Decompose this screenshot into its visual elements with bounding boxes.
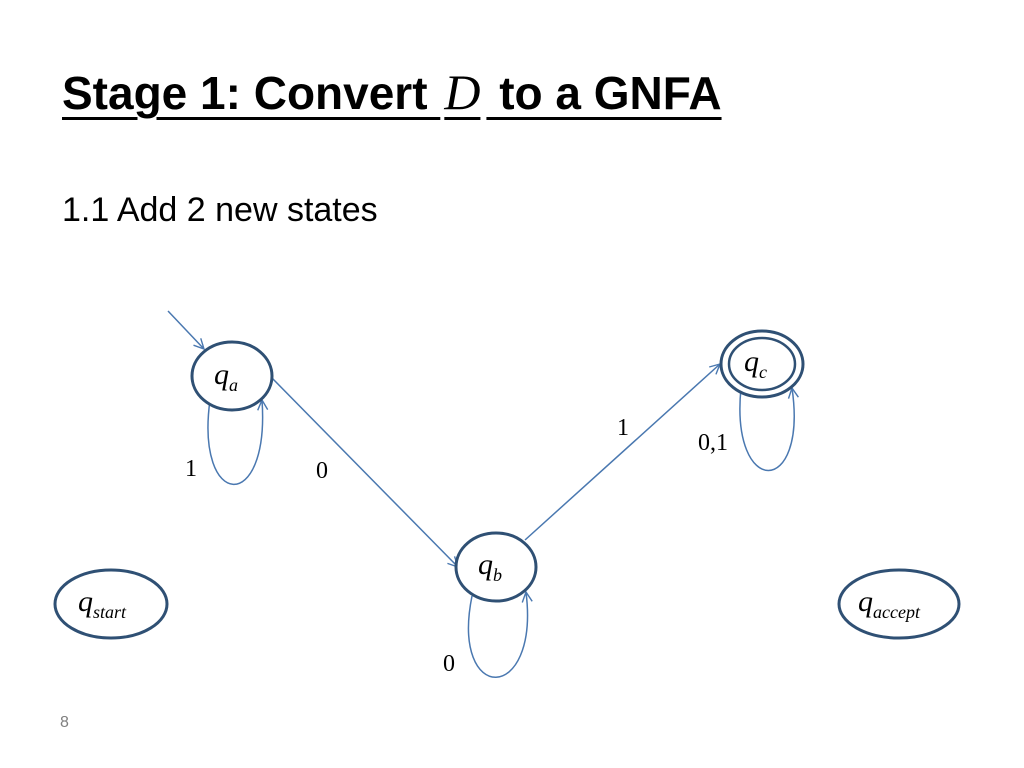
label-qb-qc: 1 bbox=[617, 415, 629, 441]
state-q-a-label: qa bbox=[214, 358, 238, 395]
title-math-d: D bbox=[444, 64, 481, 120]
state-q-c-label: qc bbox=[744, 345, 767, 382]
label-qc-qc: 0,1 bbox=[698, 430, 728, 456]
transition-qb-qb bbox=[467, 592, 528, 678]
slide-title: Stage 1: Convert D to a GNFA bbox=[62, 62, 722, 122]
transition-qa-qb bbox=[271, 377, 458, 567]
state-q-accept: qaccept bbox=[837, 568, 961, 640]
state-q-start-label: qstart bbox=[78, 585, 127, 622]
title-text-after: to a GNFA bbox=[486, 67, 722, 119]
state-q-b: qb bbox=[454, 531, 538, 603]
state-q-start: qstart bbox=[53, 568, 169, 640]
state-q-b-label: qb bbox=[478, 548, 502, 585]
label-qb-qb: 0 bbox=[443, 651, 455, 677]
transition-qb-qc bbox=[524, 364, 720, 541]
subtitle: 1.1 Add 2 new states bbox=[62, 191, 378, 229]
state-q-c: qc bbox=[719, 329, 805, 399]
title-text-before: Stage 1: Convert bbox=[62, 67, 441, 119]
transition-qa-qa bbox=[207, 400, 263, 486]
label-qa-qb: 0 bbox=[316, 458, 328, 484]
page-number: 8 bbox=[60, 714, 69, 731]
label-qa-qa: 1 bbox=[185, 456, 197, 482]
start-arrow bbox=[167, 310, 204, 349]
transition-qc-qc bbox=[739, 388, 794, 472]
state-q-accept-label: qaccept bbox=[858, 585, 921, 622]
state-q-a: qa bbox=[190, 340, 274, 412]
